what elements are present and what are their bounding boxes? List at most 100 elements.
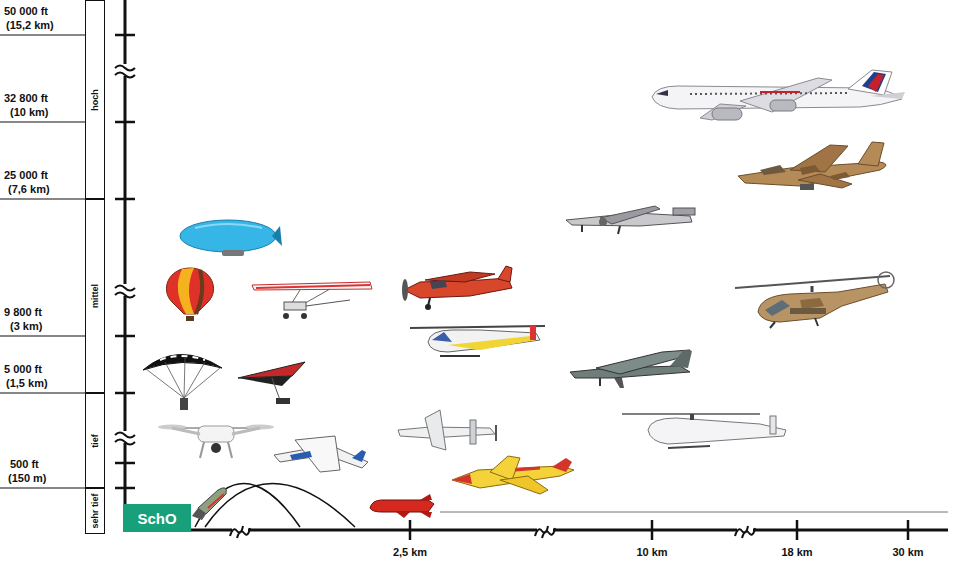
altitude-lines-part [0, 392, 85, 393]
band-label: tief [90, 434, 100, 448]
paraglider-part [180, 398, 188, 410]
propeller-aircraft-part [425, 304, 431, 310]
range-label: 2,5 km [393, 546, 427, 559]
y-axis-part-part [115, 462, 135, 465]
ultralight-aircraft-part [252, 282, 372, 290]
unmanned-helicopter-part [690, 414, 694, 420]
mortar-trajectories-part [205, 484, 355, 528]
mortar-trajectories-part [195, 484, 300, 528]
surveillance-aircraft [566, 206, 695, 234]
quadcopter-part [172, 428, 200, 434]
axis-break-part [535, 526, 555, 538]
altitude-lines-part [0, 121, 85, 122]
paraglider-part-part [165, 362, 184, 398]
axis-break-part [115, 286, 135, 298]
mortar-shell-part [192, 508, 206, 520]
small-uav-part [470, 420, 476, 444]
altitude-label: (15,2 km) [6, 19, 54, 32]
hang-glider-part [276, 398, 290, 404]
propeller-aircraft-part [498, 266, 512, 282]
model-aircraft [274, 436, 368, 472]
airship-part [195, 224, 262, 228]
hang-glider-part [238, 376, 292, 386]
airliner-part [740, 78, 832, 112]
airship-part [222, 250, 244, 256]
airliner-part [712, 108, 742, 120]
axis-break-part [735, 526, 755, 538]
airship-part [272, 226, 282, 246]
hot-air-balloon [166, 268, 213, 321]
paraglider-part-part [184, 358, 185, 398]
fighter-jet-part [800, 184, 814, 190]
unmanned-helicopter [622, 414, 786, 448]
hot-air-balloon-part [178, 268, 194, 314]
airliner-part [862, 72, 886, 92]
helicopter-part [448, 336, 536, 350]
y-axis-part [115, 35, 135, 488]
target-drone [452, 456, 574, 494]
attack-helicopter-part [878, 272, 894, 288]
y-axis-part-part [115, 198, 135, 201]
target-drone-part [515, 468, 540, 470]
altitude-label: 50 000 ft [4, 5, 48, 18]
altitude-label: (1,5 km) [6, 377, 48, 390]
quadcopter [158, 425, 274, 459]
paraglider-part [146, 358, 220, 398]
unmanned-helicopter-part [770, 416, 776, 434]
attack-helicopter-part [815, 318, 818, 326]
attack-helicopter-part [765, 300, 790, 316]
y-axis-part-part [115, 121, 135, 124]
hot-air-balloon-part [186, 316, 194, 321]
altitude-label: (150 m) [8, 472, 47, 485]
altitude-lines-part [0, 198, 85, 199]
range-label: 30 km [892, 546, 923, 559]
small-uav [398, 410, 496, 450]
y-axis-part-part [115, 335, 135, 338]
axis-break [230, 522, 755, 538]
quadcopter-part [211, 443, 221, 453]
airliner-part [848, 70, 892, 95]
ultralight-aircraft-part [301, 313, 307, 319]
quadcopter-part [228, 442, 232, 458]
x-axis-part-part [409, 520, 412, 540]
band-label: mittel [90, 284, 100, 308]
altitude-label: 25 000 ft [4, 169, 48, 182]
x-axis-part-part [651, 520, 654, 540]
x-axis-part-part [796, 520, 799, 540]
airliner-part [770, 100, 796, 111]
axis-break-part [115, 66, 135, 78]
hang-glider-part [272, 378, 280, 400]
paraglider-part [143, 354, 222, 370]
small-uav-part [495, 425, 497, 441]
target-drone-part [490, 456, 520, 480]
x-axis-part-part [907, 520, 910, 540]
small-uav-part [425, 410, 446, 450]
helicopter-part [428, 330, 540, 352]
quadcopter-part [232, 428, 260, 434]
x-axis-part [410, 520, 908, 540]
paraglider-part [160, 356, 205, 360]
x-axis-part [190, 529, 948, 532]
y-axis-part [124, 0, 127, 530]
surveillance-aircraft-part [581, 225, 583, 232]
mortar-shell-part [208, 494, 224, 508]
quadcopter-part [200, 442, 204, 458]
band-label: hoch [90, 89, 100, 111]
fighter-jet-part [760, 165, 786, 175]
helicopter-part [530, 326, 536, 340]
model-aircraft-part [352, 450, 366, 462]
altitude-label: 9 800 ft [4, 306, 42, 319]
ultralight-aircraft [252, 282, 372, 319]
airship [180, 220, 282, 256]
paraglider [143, 354, 222, 410]
x-axis [190, 512, 948, 540]
hang-glider [238, 362, 305, 404]
surveillance-aircraft-part [599, 218, 607, 226]
propeller-aircraft [402, 266, 512, 310]
fighter-jet [738, 142, 886, 190]
helicopter-part [410, 326, 545, 328]
altitude-band: mittel [85, 199, 105, 393]
cruise-missile [370, 494, 434, 518]
combat-drone-part [670, 350, 692, 368]
